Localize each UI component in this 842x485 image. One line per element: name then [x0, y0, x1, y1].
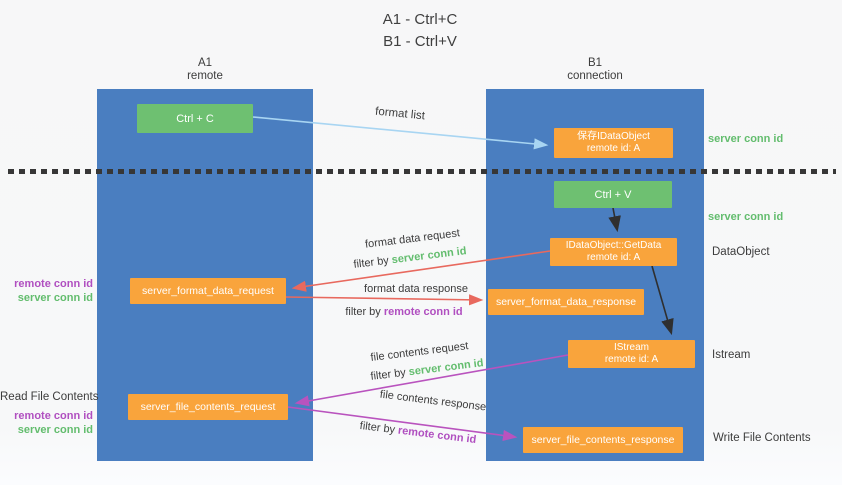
label-format-list: format list [374, 105, 426, 123]
title-line-paste: B1 - Ctrl+V [383, 33, 457, 50]
node-ctrl-c-label: Ctrl + C [176, 112, 214, 125]
save-idataobject-line1: 保存IDataObject [577, 130, 650, 142]
title-line-copy: A1 - Ctrl+C [382, 11, 458, 28]
server-conn-id-text: server conn id [408, 357, 485, 379]
remote-conn-id-text: remote conn id [397, 424, 477, 447]
label-file-contents-response: file contents response [379, 388, 487, 414]
node-format-response-label: server_format_data_response [495, 295, 637, 308]
lane-header-b1: B1 connection [525, 57, 665, 83]
annotation-dataobject: DataObject [712, 246, 770, 258]
istream-line2: remote id: A [604, 354, 659, 365]
node-format-request-label: server_format_data_request [142, 284, 274, 297]
istream-line1: IStream [613, 341, 649, 353]
node-idataobject-getdata: IDataObject::GetData remote id: A [550, 238, 677, 266]
node-save-idataobject: 保存IDataObject remote id: A [554, 128, 673, 158]
label-format-data-response: format data response [364, 283, 468, 295]
remote-conn-id-text: remote conn id [383, 306, 463, 318]
lane-b1-subtitle: connection [567, 70, 623, 82]
annotation-server-conn-id-mid: server conn id [708, 211, 784, 223]
node-ctrl-v-label: Ctrl + V [594, 188, 632, 201]
annotation-write-file-contents: Write File Contents [713, 432, 811, 444]
node-ctrl-c: Ctrl + C [137, 104, 253, 133]
node-server-format-data-response: server_format_data_response [488, 289, 644, 315]
filter-by-text: filter by [369, 366, 407, 383]
diagram-title: A1 - Ctrl+C B1 - Ctrl+V [290, 9, 550, 53]
node-server-file-contents-response: server_file_contents_response [523, 427, 683, 453]
server-conn-id-text: server conn id [17, 423, 93, 436]
annotation-conn-ids-format: remote conn id server conn id [8, 278, 93, 305]
node-file-response-label: server_file_contents_response [531, 433, 675, 446]
remote-conn-id-text: remote conn id [14, 278, 93, 290]
server-conn-id-text: server conn id [17, 291, 93, 304]
node-server-file-contents-request: server_file_contents_request [128, 394, 288, 420]
lane-header-a1: A1 remote [135, 57, 275, 83]
arrow-format-data-response [285, 294, 484, 306]
filter-by-text: filter by [352, 254, 390, 271]
getdata-line1: IDataObject::GetData [565, 239, 662, 251]
annotation-istream: Istream [712, 349, 751, 361]
filter-by-text: filter by [345, 306, 381, 318]
node-server-format-data-request: server_format_data_request [130, 278, 286, 304]
remote-conn-id-text: remote conn id [14, 410, 93, 422]
node-istream: IStream remote id: A [568, 340, 695, 368]
node-file-request-label: server_file_contents_request [140, 400, 276, 413]
annotation-conn-ids-file: remote conn id server conn id [8, 410, 93, 437]
lane-a1-name: A1 [197, 57, 213, 69]
lane-a1-subtitle: remote [187, 70, 223, 82]
machine-boundary-dotted-line [8, 169, 836, 174]
annotation-read-file-contents: Read File Contents [0, 391, 99, 403]
annotation-server-conn-id-top: server conn id [708, 133, 784, 145]
lane-b1-name: B1 [587, 57, 603, 69]
save-idataobject-line2: remote id: A [586, 143, 641, 154]
server-conn-id-text: server conn id [391, 245, 468, 267]
filter-by-text: filter by [359, 419, 396, 437]
getdata-line2: remote id: A [586, 252, 641, 263]
node-ctrl-v: Ctrl + V [554, 181, 672, 208]
